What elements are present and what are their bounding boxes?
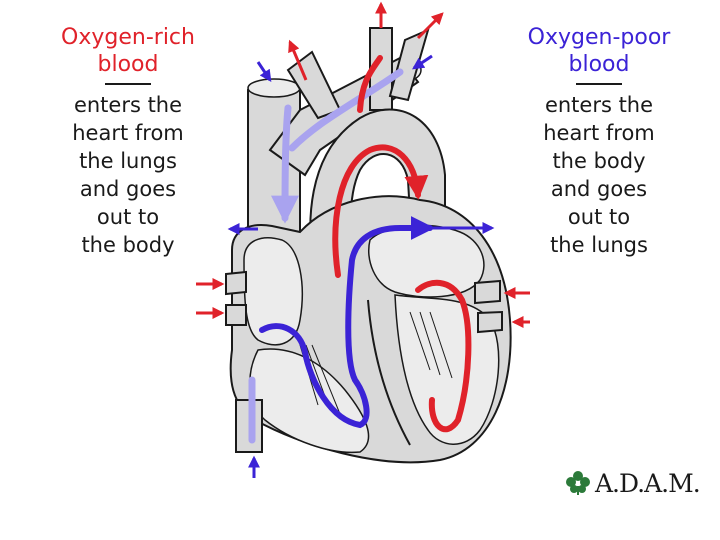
oxygen-rich-title-line2: blood [97, 52, 159, 77]
oxygen-poor-desc-line: and goes [550, 177, 648, 201]
oxygen-poor-title-line2: blood [568, 52, 630, 77]
left-vessel-stub [225, 304, 247, 326]
oxygen-rich-desc-line: enters the [73, 93, 183, 117]
oxygen-poor-title: Oxygen-poor blood [510, 24, 688, 78]
oxygen-rich-divider [105, 83, 151, 85]
arrow-icon [412, 54, 433, 70]
oxygen-poor-desc-line: out to [567, 205, 631, 229]
oxygen-rich-description: enters the heart from the lungs and goes… [44, 91, 212, 259]
oxygen-poor-flow [259, 216, 435, 429]
oxygen-poor-desc-line: heart from [543, 121, 655, 145]
oxygen-rich-flow [332, 144, 429, 278]
oxygen-poor-panel: Oxygen-poor blood enters the heart from … [510, 24, 688, 259]
oxygen-rich-title: Oxygen-rich blood [44, 24, 212, 78]
arrow-icon [288, 39, 308, 81]
oxygen-rich-desc-line: and goes [79, 177, 177, 201]
pulmonary-vein [474, 279, 501, 305]
leaf-icon [566, 471, 590, 495]
oxygen-rich-desc-line: the body [81, 233, 175, 257]
oxygen-poor-description: enters the heart from the body and goes … [510, 91, 688, 259]
right-atrium [243, 237, 303, 346]
oxygen-rich-panel: Oxygen-rich blood enters the heart from … [44, 24, 212, 259]
oxygen-rich-desc-line: the lungs [79, 149, 177, 173]
oxygen-rich-title-line1: Oxygen-rich [61, 25, 195, 50]
oxygen-poor-divider [576, 83, 622, 85]
oxygen-rich-desc-line: heart from [72, 121, 184, 145]
adam-logo: A.D.A.M. [565, 468, 705, 498]
oxygen-poor-flow [271, 104, 300, 224]
pulmonary-vein [477, 310, 503, 334]
oxygen-poor-desc-line: the body [552, 149, 646, 173]
oxygen-rich-flow [357, 55, 383, 113]
left-vessel-stub [225, 270, 247, 296]
oxygen-poor-desc-line: the lungs [550, 233, 648, 257]
arrow-icon [256, 61, 272, 82]
oxygen-poor-flow [288, 68, 404, 152]
superior-vena-cava-opening [247, 78, 301, 98]
oxygen-poor-title-line1: Oxygen-poor [527, 25, 671, 50]
oxygen-poor-desc-line: enters the [544, 93, 654, 117]
septum [367, 299, 411, 446]
oxygen-rich-flow [415, 279, 472, 433]
adam-logo-text: A.D.A.M. [595, 468, 701, 498]
oxygen-rich-desc-line: out to [96, 205, 160, 229]
arrow-icon [416, 12, 444, 40]
heart-diagram [196, 1, 530, 478]
